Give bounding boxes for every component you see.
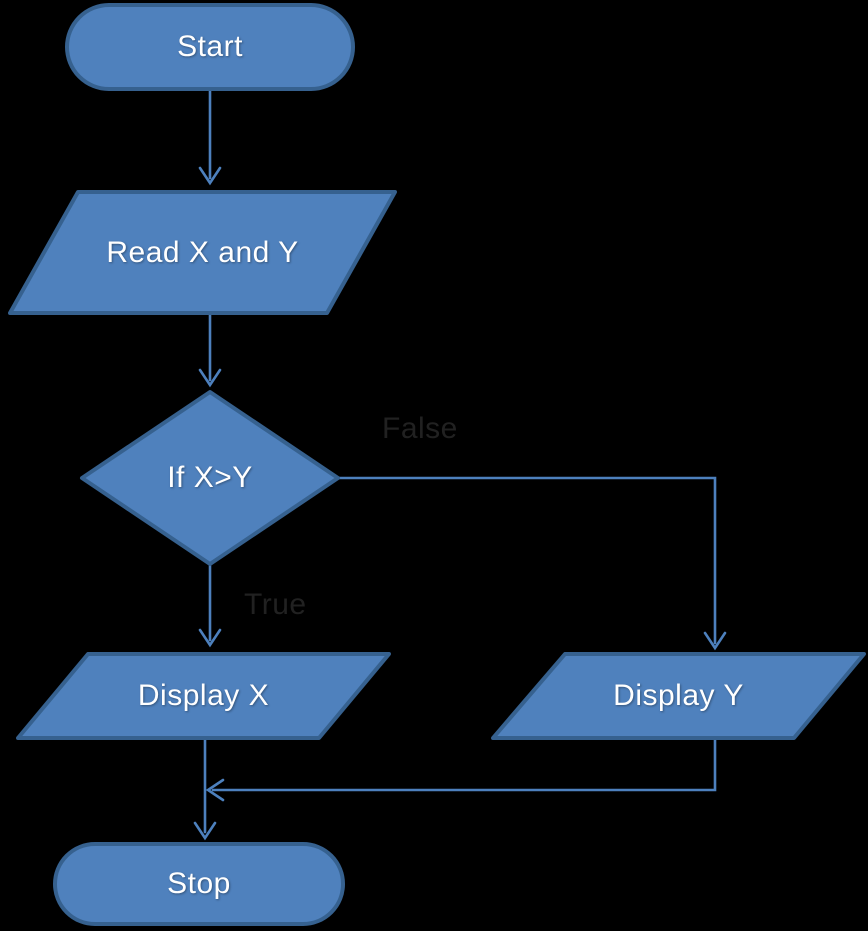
connector-displayx-to-stop (193, 738, 217, 841)
connector-start-to-read (198, 88, 222, 186)
decision-diamond-shape (80, 390, 340, 566)
connector-displayy-merge (205, 738, 717, 802)
connector-false-branch (337, 476, 727, 651)
stop-terminator-shape (53, 842, 345, 926)
connector-true-branch (198, 564, 222, 648)
connector-read-to-decision (198, 313, 222, 388)
display-y-io-parallelogram-shape (491, 652, 866, 740)
read-io-parallelogram-shape (8, 190, 397, 315)
start-terminator-shape (65, 3, 355, 91)
display-x-io-parallelogram-shape (16, 652, 391, 740)
